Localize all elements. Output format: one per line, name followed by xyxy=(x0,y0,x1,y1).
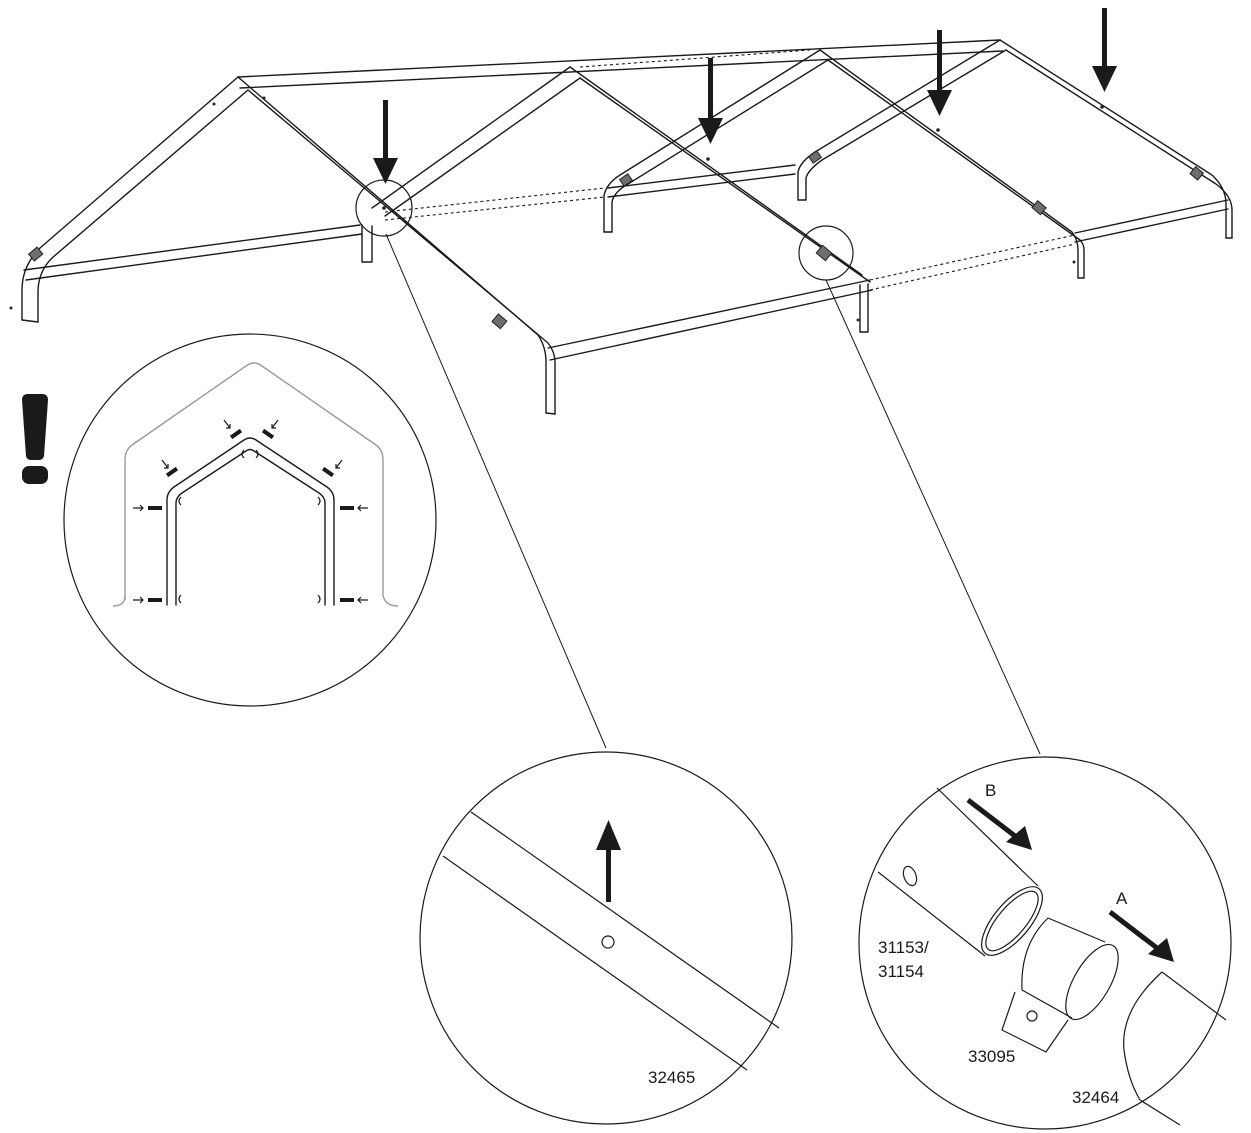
detail-marker-roof-hole xyxy=(355,179,413,237)
step-letter-a: A xyxy=(1116,889,1128,908)
leader-line xyxy=(825,279,1041,755)
down-arrow-icon xyxy=(698,58,723,144)
down-arrow-icon xyxy=(373,100,398,184)
down-arrow-icon xyxy=(1092,8,1117,92)
exclamation-icon xyxy=(22,394,48,484)
detail-circle-sleeve-joint: B A 31153/ 31154 33095 32464 xyxy=(858,756,1232,1130)
detail-circle-frame-profile xyxy=(63,333,437,707)
part-number-label: 31154 xyxy=(878,962,924,981)
canopy-frame xyxy=(9,39,1233,415)
arrow-b xyxy=(966,798,1032,850)
detail-circle-roof-tube: 32465 xyxy=(419,751,793,1125)
part-number-label: 31153/ xyxy=(878,938,929,957)
arrow-a xyxy=(1108,910,1174,962)
step-letter-b: B xyxy=(985,781,996,800)
part-number-label: 32464 xyxy=(1072,1088,1119,1107)
part-number-label: 32465 xyxy=(648,1068,695,1087)
down-arrow-icon xyxy=(927,30,952,116)
leader-line xyxy=(385,233,607,749)
part-number-label: 33095 xyxy=(968,1047,1015,1066)
